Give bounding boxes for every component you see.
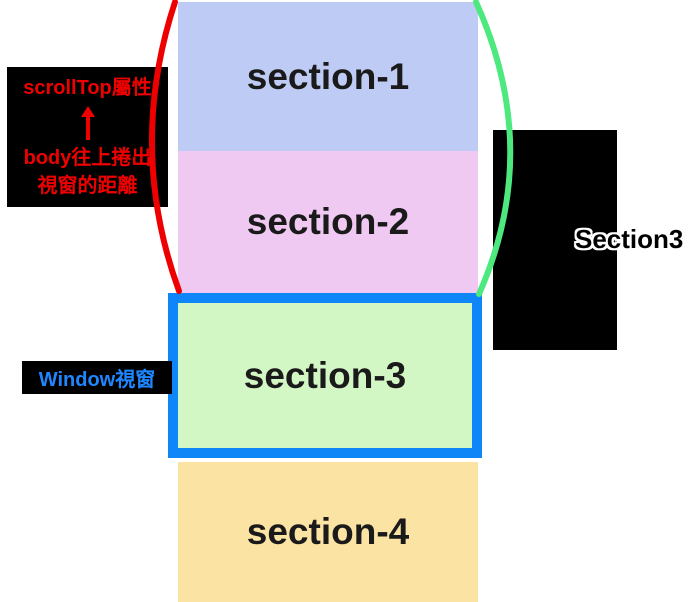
window-viewport-box: section-3: [168, 293, 482, 458]
section-4-label: section-4: [246, 511, 410, 552]
section-2-block: section-2: [178, 151, 478, 293]
section-1-label: section-1: [246, 55, 410, 97]
scrolltop-desc-line2: 視窗的距離: [37, 175, 138, 197]
scrolltop-desc-line1: body往上捲出: [23, 147, 152, 169]
up-arrow-stem: [85, 116, 90, 140]
up-arrow-head: [80, 106, 95, 117]
scrolltop-callout: scrollTop屬性 body往上捲出 視窗的距離: [7, 67, 168, 207]
section-4-block: section-4: [178, 462, 478, 602]
section-1-block: section-1: [178, 2, 478, 151]
scrolltop-property-label: scrollTop屬性: [23, 77, 152, 99]
section3-callout: Section3: [493, 130, 683, 350]
section3-callout-label: Section3: [575, 224, 684, 254]
up-arrow-icon: [80, 106, 96, 140]
section-2-label: section-2: [246, 201, 410, 242]
window-label-callout: Window視窗: [22, 361, 172, 394]
window-label: Window視窗: [38, 369, 156, 391]
section-3-label: section-3: [243, 354, 407, 396]
